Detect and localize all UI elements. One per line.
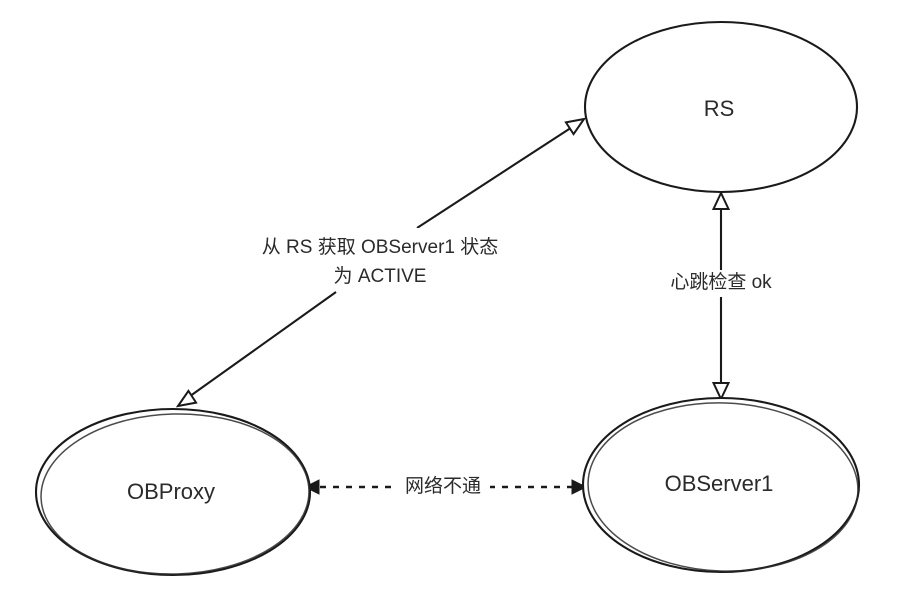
node-rs-ellipse <box>583 20 859 194</box>
edge-obproxy-observer1-label-mask <box>396 474 490 501</box>
node-rs[interactable]: RS <box>583 20 859 194</box>
node-observer1-label: OBServer1 <box>665 471 774 496</box>
edge-obproxy-rs-label-line2: 为 ACTIVE <box>334 265 427 287</box>
edge-obproxy-rs-label-line1: 从 RS 获取 OBServer1 状态 <box>262 236 499 258</box>
node-rs-label: RS <box>704 96 735 121</box>
edge-rs-observer1-arrowhead-observer1 <box>711 382 731 402</box>
edge-obproxy-rs-label-mask <box>218 228 543 290</box>
node-observer1-ellipse <box>581 396 861 574</box>
edge-rs-observer1-label-mask <box>655 270 787 297</box>
node-observer1[interactable]: OBServer1 <box>581 396 861 576</box>
edge-rs-observer1-arrowhead-rs <box>711 190 731 210</box>
edge-rs-observer1-label: 心跳检查 ok <box>670 271 772 293</box>
edge-obproxy-rs-arrowhead-rs <box>564 117 587 136</box>
edge-rs-observer1[interactable]: 心跳检查 ok <box>655 190 787 402</box>
edge-obproxy-observer1-arrowhead-observer1 <box>571 479 588 495</box>
node-obproxy-ellipse-sketch <box>40 413 310 575</box>
edge-obproxy-rs-line-upper <box>416 119 584 229</box>
node-observer1-ellipse-sketch <box>587 402 859 572</box>
edge-obproxy-observer1[interactable]: 网络不通 <box>303 474 588 501</box>
edge-obproxy-rs-line-lower <box>185 291 337 400</box>
node-obproxy[interactable]: OBProxy <box>34 407 312 578</box>
node-obproxy-ellipse <box>34 407 312 577</box>
edge-obproxy-rs[interactable]: 从 RS 获取 OBServer1 状态 为 ACTIVE <box>174 113 588 412</box>
edge-obproxy-rs-arrowhead-obproxy <box>175 389 198 408</box>
edge-obproxy-observer1-label: 网络不通 <box>405 475 481 497</box>
edge-obproxy-observer1-arrowhead-obproxy <box>303 479 320 495</box>
node-obproxy-label: OBProxy <box>127 479 215 504</box>
